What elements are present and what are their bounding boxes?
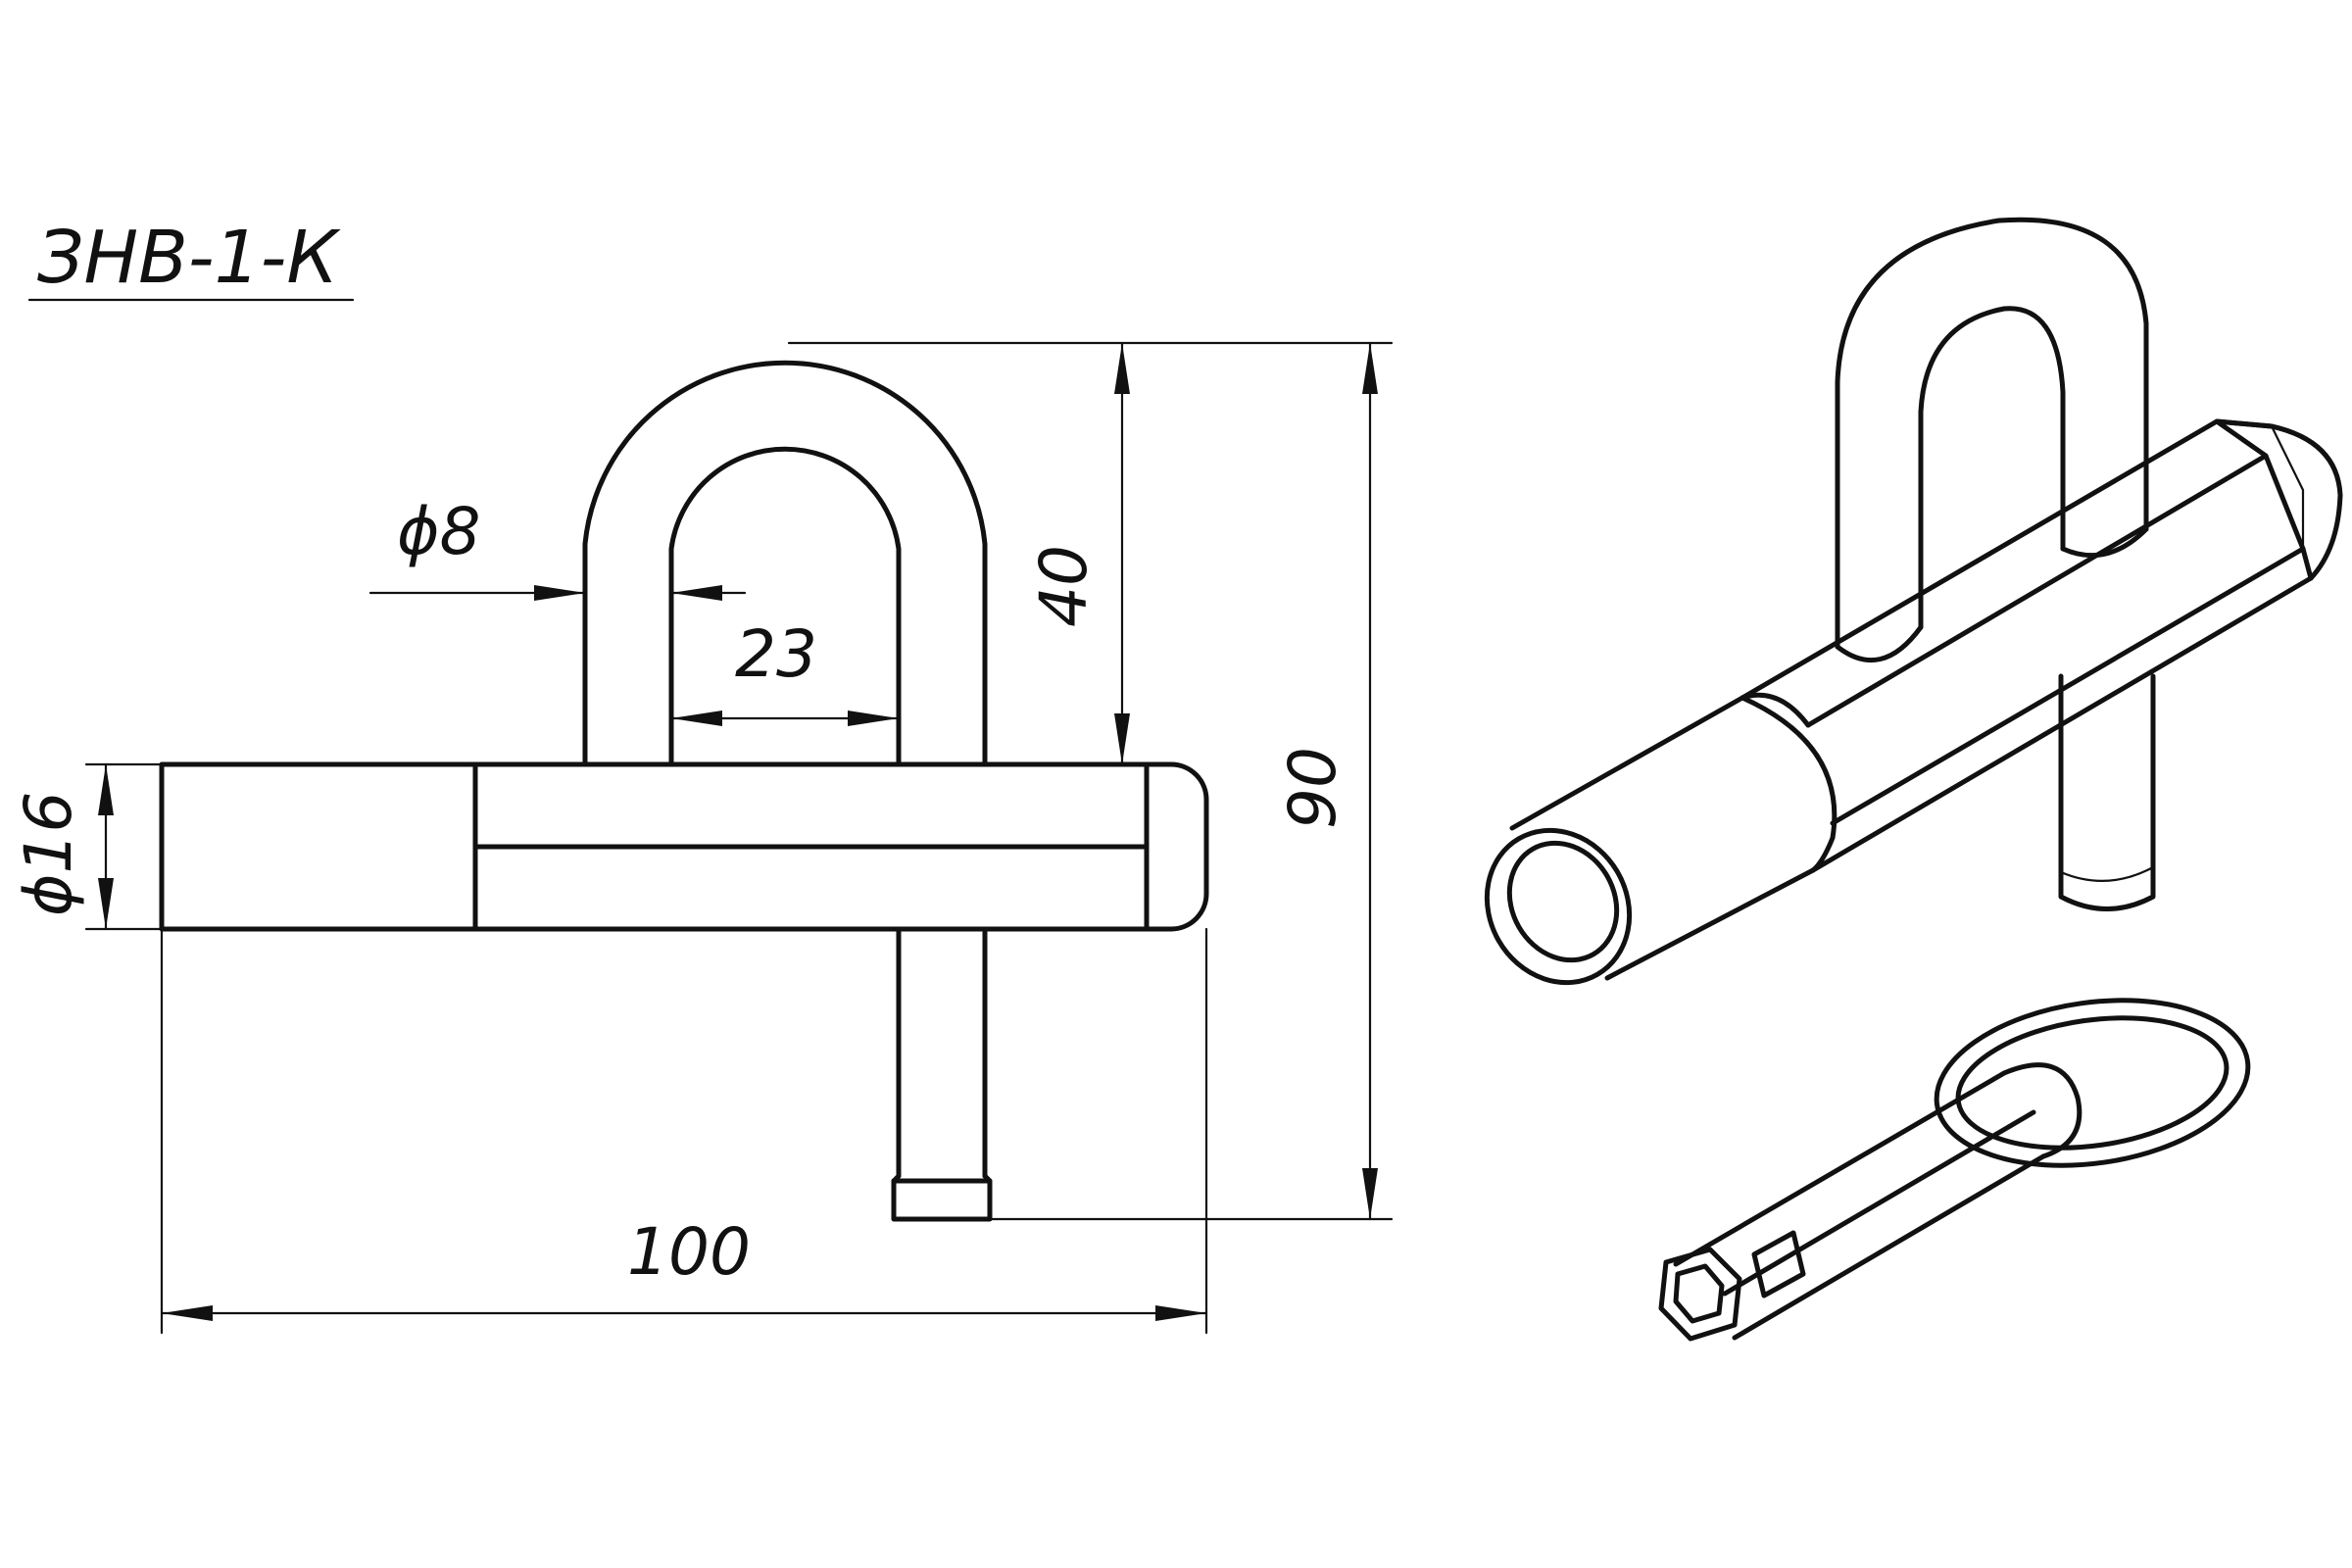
iso-tube-mouth-inner [1506, 840, 1620, 963]
dim-shackle-height-label: 40 [1026, 545, 1102, 627]
iso-tube-mouth-outer [1484, 827, 1633, 986]
iso-hex-end-inner [2270, 424, 2305, 551]
dim-inner-width: 23 [669, 616, 901, 726]
key-hex-tip-outer [1658, 1247, 1742, 1342]
key-isometric-view [1658, 998, 2251, 1342]
dim-shackle-height: 40 [787, 341, 1149, 766]
key-head [2001, 1062, 2082, 1159]
key-slot-window [1751, 1230, 1806, 1298]
iso-hex-bar-top [1740, 418, 2275, 701]
drawing-title: ЗНВ-1-К [37, 216, 341, 300]
iso-shackle-arch-inner [1918, 306, 2066, 630]
iso-shackle-back-leg-groove [2059, 865, 2155, 882]
shackle-outer-outline [582, 360, 988, 765]
dim-total-length: 100 [160, 927, 1208, 1335]
key-shaft-middle [1722, 1109, 2036, 1297]
iso-tube-bottom [1604, 867, 1816, 981]
dim-total-height: 90 [988, 341, 1394, 1221]
iso-tube-top [1509, 695, 1745, 831]
key-shaft-top [1673, 1070, 2007, 1267]
shackle-inner-outline [668, 446, 902, 765]
iso-tube-collar-back [1740, 692, 1811, 728]
iso-shackle-back-lower-leg [2058, 673, 2156, 875]
iso-shackle-back-leg-tip [2058, 859, 2156, 911]
dim-total-height-label: 90 [1275, 747, 1350, 829]
body-outline [159, 761, 1209, 932]
iso-shackle-arch-outer [1835, 217, 2149, 650]
key-ring-inner [1955, 1015, 2230, 1151]
key-ring-outer [1934, 998, 2251, 1168]
lock-isometric-view [1484, 217, 2343, 986]
title-block: ЗНВ-1-К [27, 216, 355, 302]
dim-rod-diameter: ϕ8 [368, 494, 747, 601]
iso-hex-bar-bottom [1810, 575, 2314, 873]
dim-rod-diameter-label: ϕ8 [397, 494, 481, 569]
iso-hex-bar-lower-edge [1830, 546, 2306, 826]
iso-shackle-back-foot [2060, 526, 2149, 559]
dim-body-diameter: ϕ16 [11, 762, 164, 931]
iso-shackle-front-foot [1835, 624, 1924, 663]
dim-total-length-label: 100 [627, 1214, 751, 1290]
key-hex-tip-inner [1673, 1263, 1725, 1324]
dim-body-diameter-label: ϕ16 [11, 791, 86, 916]
dim-inner-width-label: 23 [735, 616, 817, 692]
iso-hex-end-cap [2214, 418, 2343, 581]
shackle-lower-leg [896, 926, 988, 1179]
iso-tube-collar [1740, 695, 1838, 873]
front-view: ϕ8 23 40 90 [11, 341, 1394, 1335]
iso-hex-bar-upper-edge [1805, 453, 2269, 728]
key-shaft-bottom [1732, 1153, 2046, 1341]
